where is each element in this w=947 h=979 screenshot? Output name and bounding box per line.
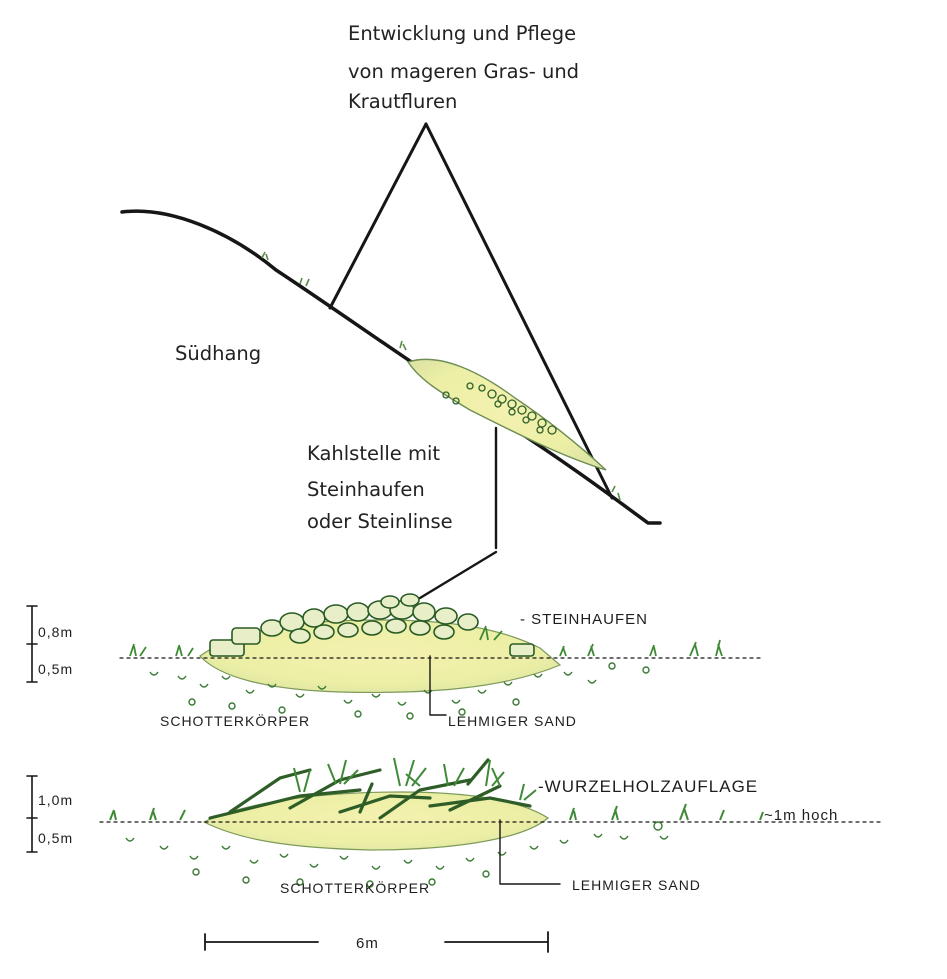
top-label: Entwicklung und Pflege von mageren Gras-… xyxy=(348,22,579,113)
root-wood-scale-lower: 0,5m xyxy=(38,830,73,846)
leader-line-right xyxy=(426,124,612,498)
stone-heap-section: 0,8m 0,5m - STEINHAUFEN SCHOTTERKÖRPER L… xyxy=(27,594,760,729)
stone-heap-sand-label: LEHMIGER SAND xyxy=(448,713,577,729)
top-label-line-2: von mageren Gras- und xyxy=(348,60,579,83)
width-scale: 6m xyxy=(205,932,548,952)
slope-label: Südhang xyxy=(175,342,261,365)
root-wood-section: 1,0m 0,5m -WURZELHOLZAUFLAGE ~1m hoch SC… xyxy=(27,758,880,896)
top-label-line-1: Entwicklung und Pflege xyxy=(348,22,576,45)
stone-heap-scale-lower: 0,5m xyxy=(38,661,73,677)
root-wood-height-scale: 1,0m 0,5m xyxy=(27,776,73,852)
root-wood-height-note: ~1m hoch xyxy=(764,807,838,824)
bare-spot-line-3: oder Steinlinse xyxy=(307,510,453,533)
top-label-line-3: Krautfluren xyxy=(348,90,457,113)
stone-heap-gravel-label: SCHOTTERKÖRPER xyxy=(160,712,310,729)
bare-spot-label: Kahlstelle mit Steinhaufen oder Steinlin… xyxy=(307,442,453,533)
root-wood-scale-upper: 1,0m xyxy=(38,792,73,808)
root-wood-gravel-label: SCHOTTERKÖRPER xyxy=(280,879,430,896)
leader-line-left xyxy=(330,124,426,308)
width-scale-label: 6m xyxy=(356,935,379,952)
south-slope-profile xyxy=(122,211,660,523)
root-wood-sand-label: LEHMIGER SAND xyxy=(572,877,701,893)
detail-leader-diagonal xyxy=(420,552,496,598)
stone-heap-label: - STEINHAUFEN xyxy=(520,611,648,628)
root-wood-label: -WURZELHOLZAUFLAGE xyxy=(538,777,758,796)
bare-spot-line-2: Steinhaufen xyxy=(307,478,425,501)
stone-heap-scale-upper: 0,8m xyxy=(38,624,73,640)
slope-line xyxy=(122,211,660,523)
stone-heap-height-scale: 0,8m 0,5m xyxy=(27,606,73,682)
bare-spot-line-1: Kahlstelle mit xyxy=(307,442,440,465)
